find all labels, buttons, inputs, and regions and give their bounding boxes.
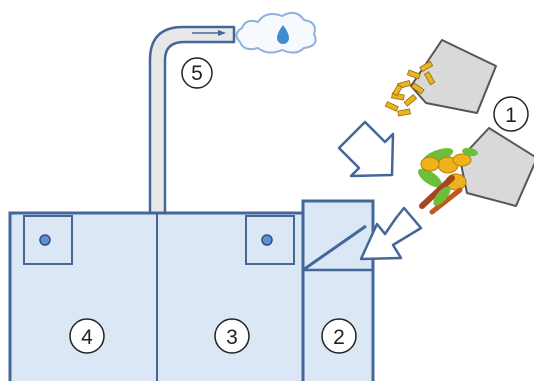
pellets-icon xyxy=(384,60,436,117)
bucket-icon xyxy=(410,39,497,114)
label-2: 2 xyxy=(333,326,345,349)
water-drop-icon xyxy=(277,25,289,44)
cloud-icon xyxy=(235,11,317,54)
label-4: 4 xyxy=(81,326,93,349)
label-circle-1: 1 xyxy=(493,96,529,132)
exhaust-pipe xyxy=(148,25,236,215)
sensor-box-left xyxy=(23,215,73,265)
bucket-icon xyxy=(459,127,534,207)
feed-arrow-upper xyxy=(337,120,395,178)
feed-arrow-lower xyxy=(359,206,423,261)
label-3: 3 xyxy=(226,326,238,349)
label-circle-4: 4 xyxy=(69,318,105,354)
label-1: 1 xyxy=(505,104,517,127)
label-circle-2: 2 xyxy=(321,318,357,354)
label-circle-3: 3 xyxy=(214,318,250,354)
label-circle-5: 5 xyxy=(181,57,213,89)
label-5: 5 xyxy=(191,62,203,85)
sensor-box-right xyxy=(245,215,295,265)
feeder-compartment xyxy=(301,199,375,381)
vegetables-icon xyxy=(418,147,478,215)
flow-arrow-small xyxy=(192,30,226,36)
